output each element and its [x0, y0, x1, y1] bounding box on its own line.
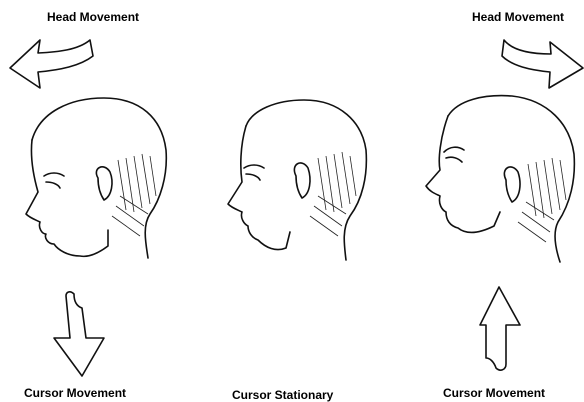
cursor-stationary-label: Cursor Stationary [232, 388, 333, 402]
head-tilted-up [426, 96, 574, 262]
head-movement-label-right: Head Movement [472, 10, 564, 24]
head-movement-label-left: Head Movement [47, 10, 139, 24]
cursor-movement-label-left: Cursor Movement [24, 386, 126, 400]
arrow-right-icon [502, 40, 583, 88]
head-tilted-down [26, 98, 166, 258]
head-neutral [228, 100, 366, 260]
arrow-down-icon [54, 292, 104, 376]
arrow-up-icon [480, 287, 520, 370]
cursor-movement-label-right: Cursor Movement [443, 386, 545, 400]
arrow-left-icon [10, 40, 93, 88]
